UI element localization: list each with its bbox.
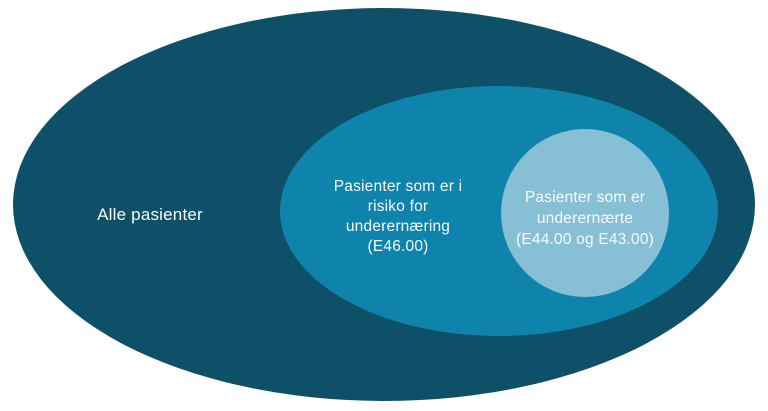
label-alle-pasienter: Alle pasienter bbox=[97, 205, 203, 224]
label-underernaerte: Pasienter som er underernærte (E44.00 og… bbox=[515, 189, 655, 248]
label-risiko-for-underernaering: Pasienter som er i risiko for underernær… bbox=[333, 178, 463, 255]
venn-inner-circle bbox=[501, 129, 669, 297]
